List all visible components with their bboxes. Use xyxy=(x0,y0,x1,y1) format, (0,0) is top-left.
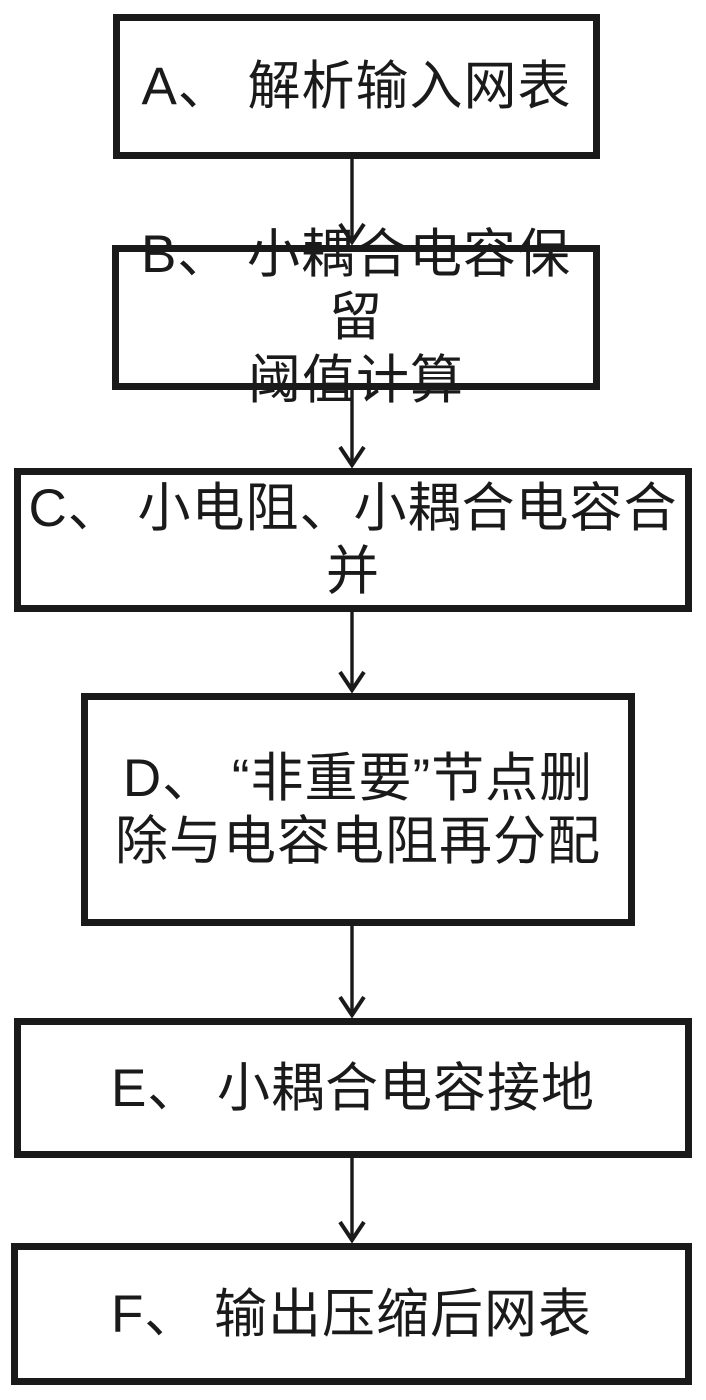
flowchart-step-d: D、 “非重要”节点删 除与电容电阻再分配 xyxy=(81,693,635,926)
step-b-label-line1: B、 小耦合电容保留 xyxy=(140,225,572,347)
step-d-label-line1: D、 “非重要”节点删 xyxy=(122,748,594,808)
step-f-label: F、 输出压缩后网表 xyxy=(110,1284,593,1344)
flowchart-step-a: A、 解析输入网表 xyxy=(113,14,600,159)
step-a-label: A、 解析输入网表 xyxy=(141,57,572,116)
step-d-label-line2: 除与电容电阻再分配 xyxy=(115,811,601,871)
arrow-c-to-d-icon xyxy=(330,612,374,693)
arrow-e-to-f-icon xyxy=(330,1158,374,1243)
arrow-b-to-c-icon xyxy=(330,390,374,468)
flowchart-step-b: B、 小耦合电容保留 阈值计算 xyxy=(112,225,600,410)
step-b-label-line2: 阈值计算 xyxy=(248,351,464,410)
flowchart-step-c: C、 小电阻、小耦合电容合并 xyxy=(14,468,692,612)
arrow-d-to-e-icon xyxy=(330,926,374,1018)
flowchart-step-e: E、 小耦合电容接地 xyxy=(14,1018,692,1158)
arrow-a-to-b-icon xyxy=(330,159,374,245)
step-c-label: C、 小电阻、小耦合电容合并 xyxy=(28,479,678,601)
flowchart-step-f: F、 输出压缩后网表 xyxy=(11,1243,692,1385)
step-e-label: E、 小耦合电容接地 xyxy=(110,1058,596,1118)
